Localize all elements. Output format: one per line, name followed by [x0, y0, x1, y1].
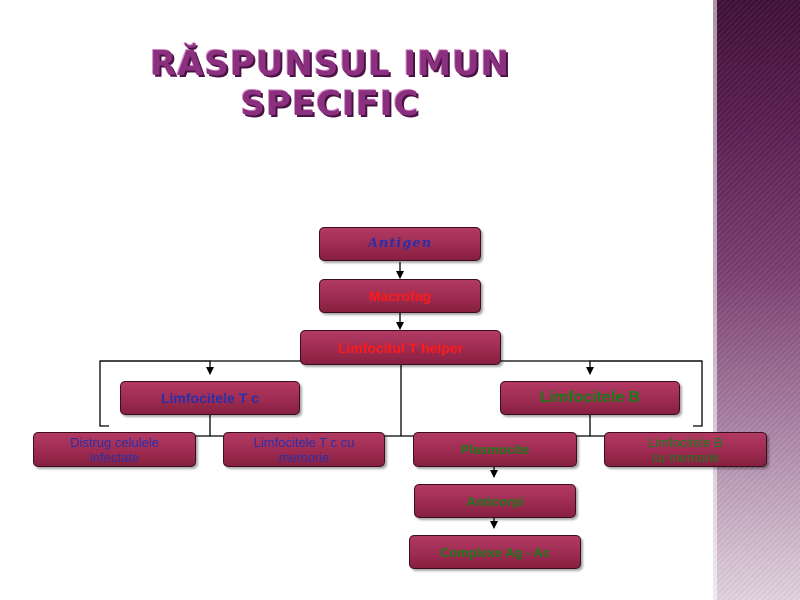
node-limfocite-b: Limfocitele B — [500, 381, 680, 415]
node-complexe-label: Complexe Ag - Ac — [439, 544, 551, 560]
node-b-memorie-line-1: Limfocitele B — [648, 434, 723, 450]
node-anticorpi-label: Anticorpi — [466, 493, 524, 509]
node-distrug-line-2: infectate — [89, 449, 140, 465]
node-distrug-line-1: Distrug celulele — [70, 434, 159, 450]
node-limfocite-t-c-label: Limfocitele T c — [160, 390, 260, 406]
node-limfocite-t-c: Limfocitele T c — [120, 381, 300, 415]
node-macrofag-label: Macrofag — [368, 288, 432, 304]
node-complexe-ag-ac: Complexe Ag - Ac — [409, 535, 581, 569]
node-tc-memorie-line-1: Limfocitele T c cu — [253, 434, 355, 450]
decorative-side-band — [713, 0, 800, 600]
node-antigen: Antigen — [319, 227, 481, 261]
node-b-memorie: Limfocitele B cu memorie — [604, 432, 767, 467]
node-anticorpi: Anticorpi — [414, 484, 576, 518]
title-line-1: RĂSPUNSUL IMUN — [149, 44, 511, 84]
node-antigen-label: Antigen — [367, 236, 433, 251]
title-line-2: SPECIFIC — [240, 84, 420, 124]
node-plasmocite-label: Plasmocite — [460, 442, 530, 457]
node-t-helper-label: Limfocitul T helper — [337, 339, 464, 356]
node-tc-memorie-line-2: memorie — [278, 449, 330, 465]
node-distrug-celulele: Distrug celulele infectate — [33, 432, 196, 467]
node-limfocite-b-label: Limfocitele B — [539, 389, 641, 406]
node-tc-memorie: Limfocitele T c cu memorie — [223, 432, 385, 467]
slide-title: RĂSPUNSUL IMUN SPECIFIC — [130, 44, 530, 124]
node-b-memorie-line-2: cu memorie — [651, 449, 720, 465]
node-plasmocite: Plasmocite — [413, 432, 577, 467]
node-macrofag: Macrofag — [319, 279, 481, 313]
node-t-helper: Limfocitul T helper — [300, 330, 501, 365]
